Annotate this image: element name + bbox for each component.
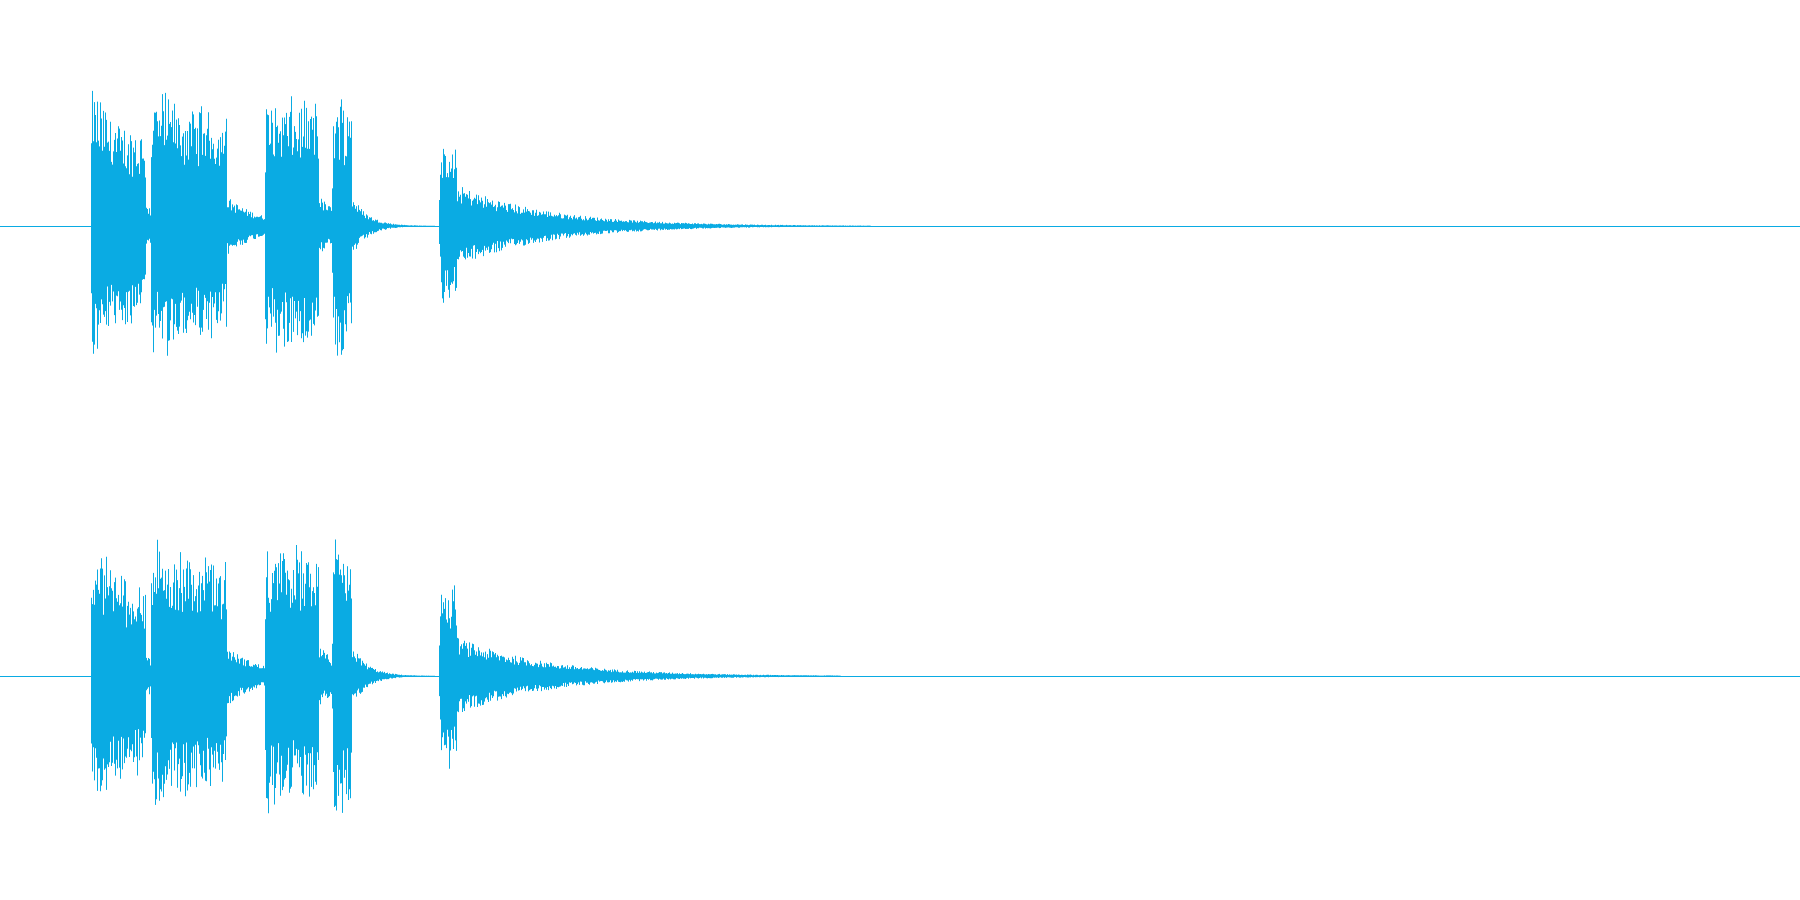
- channel-waveform-peaks: [91, 539, 841, 814]
- channel-waveform-peaks: [91, 90, 871, 356]
- waveform-channel-left: [0, 90, 1800, 356]
- waveform-channel-right: [0, 539, 1800, 814]
